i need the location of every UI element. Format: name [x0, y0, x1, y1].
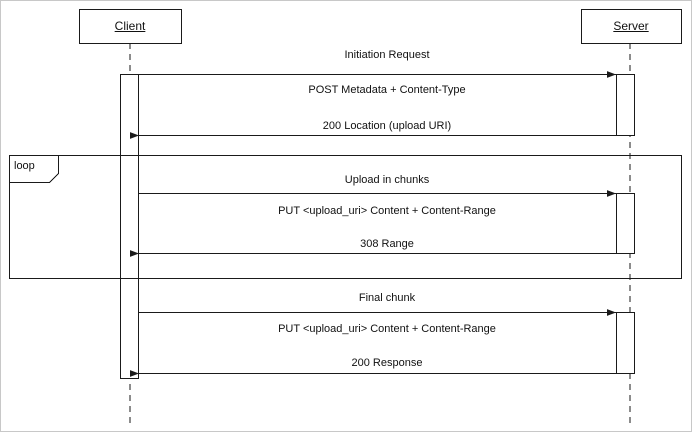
message-label-put-chunk: PUT <upload_uri> Content + Content-Range — [278, 205, 496, 217]
activation-bar-server-3 — [615, 311, 636, 375]
message-label-200-response: 200 Response — [351, 357, 423, 369]
loop-fragment-box — [8, 154, 683, 280]
participant-box-client — [78, 8, 183, 45]
section-caption-final-chunk: Final chunk — [358, 292, 416, 304]
message-label-308-range: 308 Range — [360, 238, 414, 250]
activation-bar-client — [119, 73, 140, 380]
message-label-200-location: 200 Location (upload URI) — [322, 120, 452, 132]
section-caption-initiation: Initiation Request — [344, 49, 430, 61]
message-label-put-final: PUT <upload_uri> Content + Content-Range — [278, 323, 496, 335]
activation-bar-server-1 — [615, 73, 636, 137]
participant-label-client: Client — [114, 19, 146, 33]
loop-fragment-label: loop — [14, 160, 35, 172]
section-caption-upload-chunks: Upload in chunks — [344, 174, 430, 186]
participant-box-server — [580, 8, 683, 45]
activation-bar-server-2 — [615, 192, 636, 255]
loop-fragment-tab — [8, 154, 60, 184]
participant-label-server: Server — [613, 19, 649, 33]
message-label-post-metadata: POST Metadata + Content-Type — [308, 84, 466, 96]
